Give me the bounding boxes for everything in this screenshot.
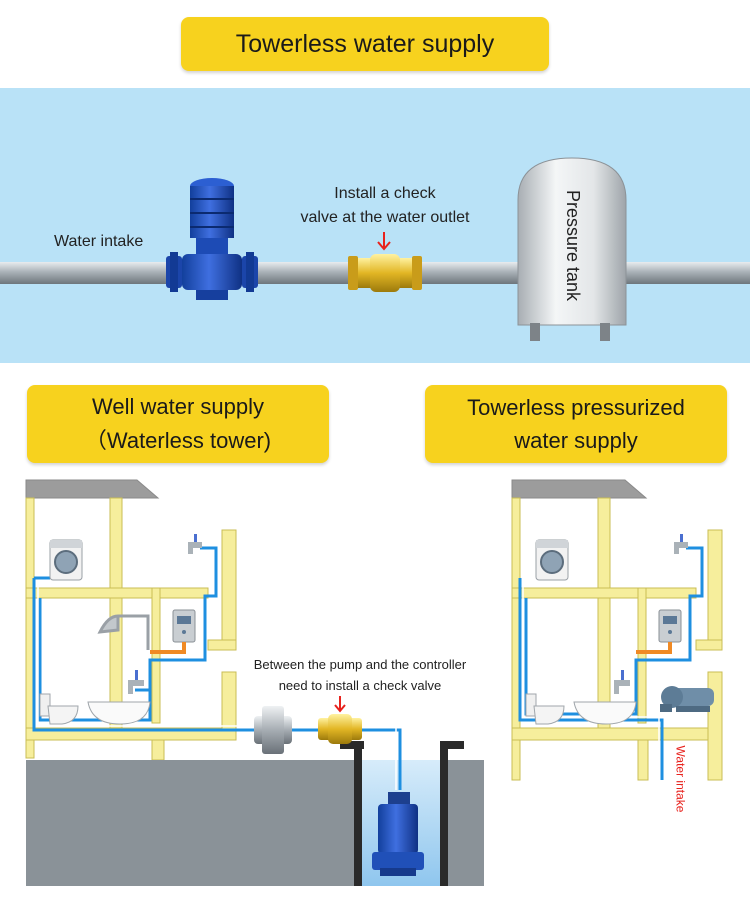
pump-controller-note: Between the pump and the controller need… (240, 654, 480, 696)
left-building (25, 479, 237, 761)
check-valve-note-line1: Install a check (334, 185, 436, 202)
controller-icon (172, 609, 196, 643)
check-valve-note: Install a check valve at the water outle… (290, 182, 480, 230)
orange-pipe-right (636, 642, 672, 654)
pressure-tank-icon (517, 157, 627, 341)
water-intake-right-label: Water intake (665, 738, 695, 820)
booster-pump-icon (660, 686, 714, 712)
red-arrow-icon (377, 232, 391, 251)
ground-left (26, 760, 484, 886)
check-valve-icon (348, 254, 422, 292)
well-water-label: Well water supply （Waterless tower) (27, 385, 329, 463)
toilet-right-icon (525, 693, 565, 725)
well-title-line1: Well water supply (92, 394, 264, 419)
washing-machine-right-icon (535, 539, 569, 581)
water-intake-right-text: Water intake (673, 745, 688, 813)
inline-pump-icon (166, 178, 258, 300)
title-text: Towerless water supply (235, 29, 495, 58)
pressure-tank-text: Pressure tank (563, 189, 584, 301)
controller-right-icon (658, 609, 682, 643)
basin-icon (87, 701, 151, 725)
tap-right-icon (674, 534, 688, 554)
well-title-line2: （Waterless tower) (84, 428, 272, 453)
basin-right-icon (573, 701, 637, 725)
shower-icon (97, 614, 150, 650)
pump-controller-note-line1: Between the pump and the controller (253, 657, 467, 672)
check-valve-note-line2: valve at the water outlet (300, 209, 470, 226)
sink-tap-icon (128, 670, 144, 694)
tap-icon (188, 534, 202, 554)
sink-tap-right-icon (614, 670, 630, 694)
washing-machine-icon (49, 539, 83, 581)
check-valve-bottom-icon (318, 714, 362, 744)
title-label: Towerless water supply (181, 17, 549, 71)
toilet-icon (39, 693, 79, 725)
pressurized-title-line2: water supply (514, 428, 638, 453)
orange-pipe (150, 642, 186, 654)
pressure-tank-label: Pressure tank (523, 180, 623, 310)
right-building (511, 479, 723, 781)
water-intake-label: Water intake (54, 233, 144, 250)
red-arrow-bottom-icon (334, 696, 346, 713)
pressurized-title-line1: Towerless pressurized (467, 395, 685, 420)
left-pipes-inner (37, 580, 397, 790)
pump-controller-note-line2: need to install a check valve (278, 678, 442, 693)
pipe-tee-icon (254, 706, 292, 754)
pressurized-label: Towerless pressurized water supply (425, 385, 727, 463)
submersible-pump-icon (372, 792, 424, 876)
